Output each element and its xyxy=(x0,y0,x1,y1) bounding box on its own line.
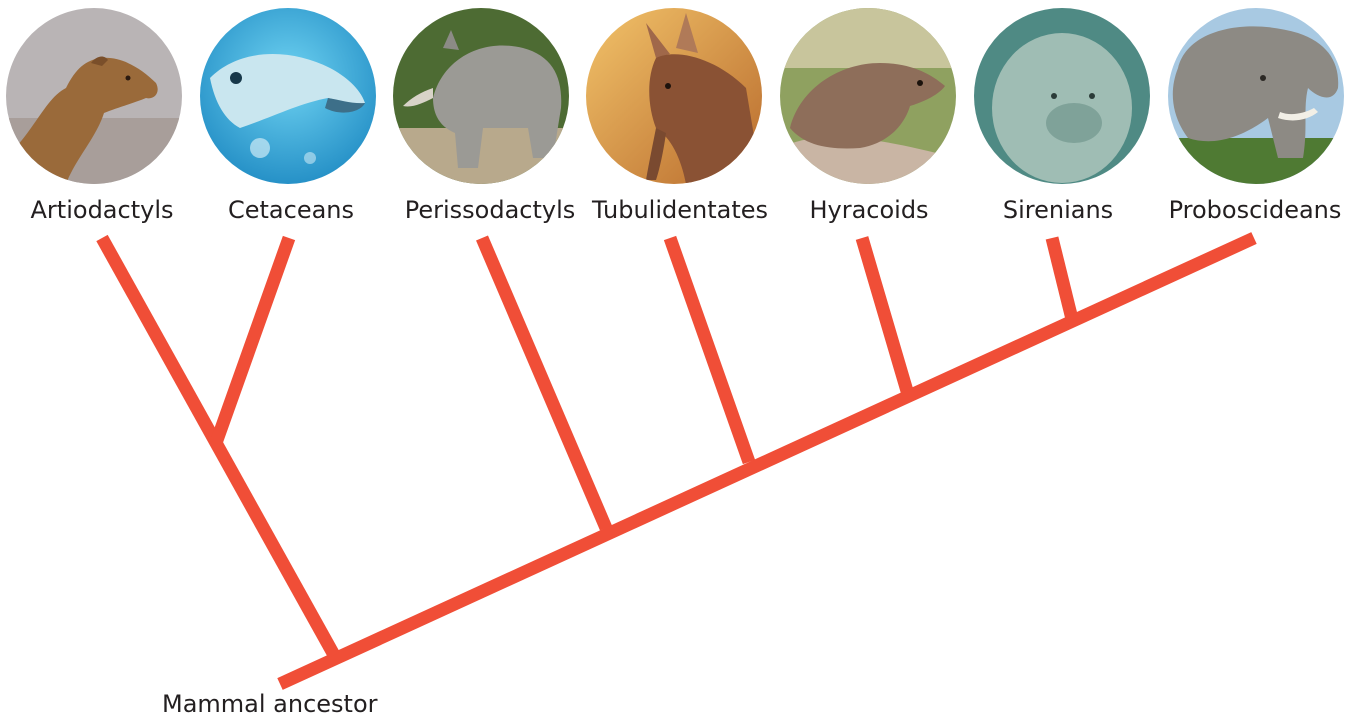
tubulidentates-branch xyxy=(670,238,749,462)
artiodactyls-branch xyxy=(102,238,334,655)
sirenians-branch xyxy=(1052,238,1072,319)
root-label: Mammal ancestor xyxy=(162,690,378,718)
hyracoids-branch xyxy=(862,238,907,391)
trunk-branch xyxy=(280,238,1254,684)
cetaceans-branch xyxy=(216,238,289,443)
perissodactyls-branch xyxy=(482,238,606,528)
